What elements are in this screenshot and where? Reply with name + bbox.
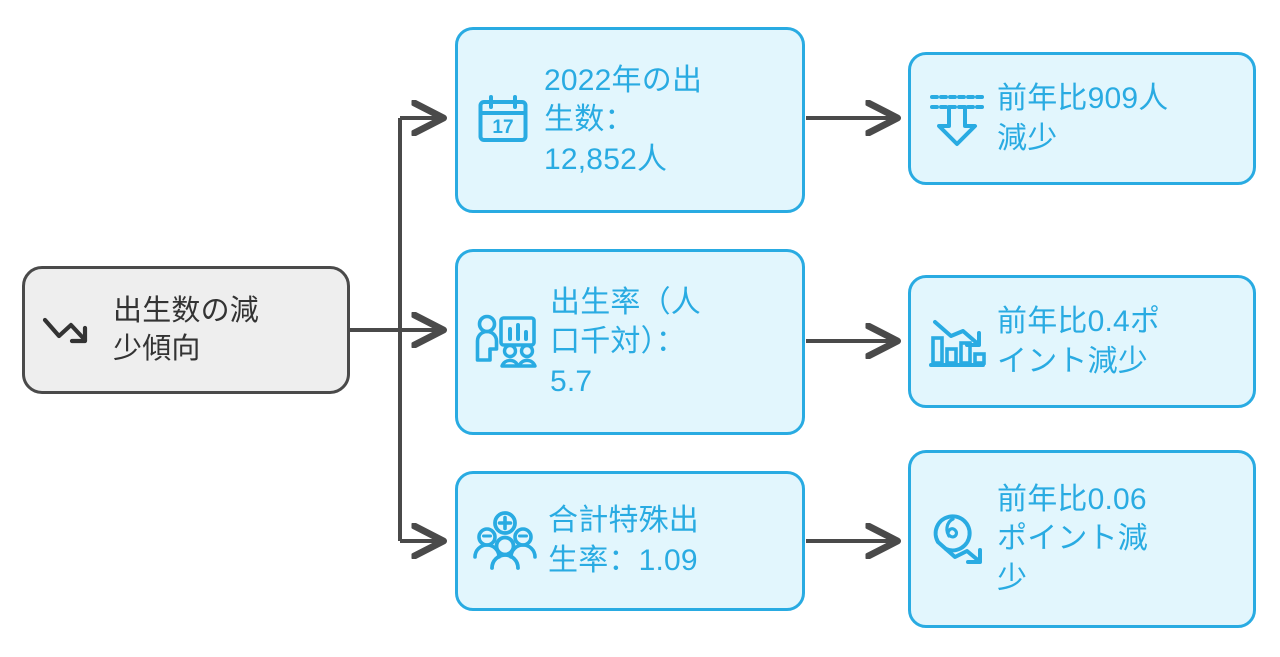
rate-decline-circle-icon [925, 508, 989, 570]
node-fertility-rate-yoy-change-label: 前年比0.06 ポイント減 少 [997, 482, 1148, 595]
node-root-birth-decline[interactable]: 出生数の減 少傾向 [22, 266, 350, 394]
node-birth-rate-label: 出生率（人 口千対）： 5.7 [550, 285, 701, 398]
node-births-2022[interactable]: 17 2022年の出 生数： 12,852人 [455, 27, 805, 213]
trend-down-arrow-icon [37, 304, 99, 356]
family-plus-icon [472, 510, 538, 572]
population-presentation-icon [472, 311, 540, 373]
node-total-fertility-rate-label: 合計特殊出 生率：1.09 [548, 504, 699, 577]
node-birth-rate[interactable]: 出生率（人 口千対）： 5.7 [455, 249, 805, 435]
node-births-yoy-change[interactable]: 前年比909人 減少 [908, 52, 1256, 185]
calendar-icon: 17 [472, 89, 534, 151]
node-fertility-rate-yoy-change[interactable]: 前年比0.06 ポイント減 少 [908, 450, 1256, 628]
node-births-2022-label: 2022年の出 生数： 12,852人 [544, 63, 703, 176]
node-birth-rate-yoy-change[interactable]: 前年比0.4ポ イント減少 [908, 275, 1256, 408]
node-root-label: 出生数の減 少傾向 [113, 294, 260, 365]
node-total-fertility-rate[interactable]: 合計特殊出 生率：1.09 [455, 471, 805, 611]
down-arrow-decrease-icon [925, 88, 989, 150]
bar-chart-decline-icon [925, 311, 989, 373]
node-birth-rate-yoy-change-label: 前年比0.4ポ イント減少 [997, 304, 1161, 378]
node-births-yoy-change-label: 前年比909人 減少 [997, 81, 1169, 155]
calendar-icon-day: 17 [492, 117, 513, 138]
